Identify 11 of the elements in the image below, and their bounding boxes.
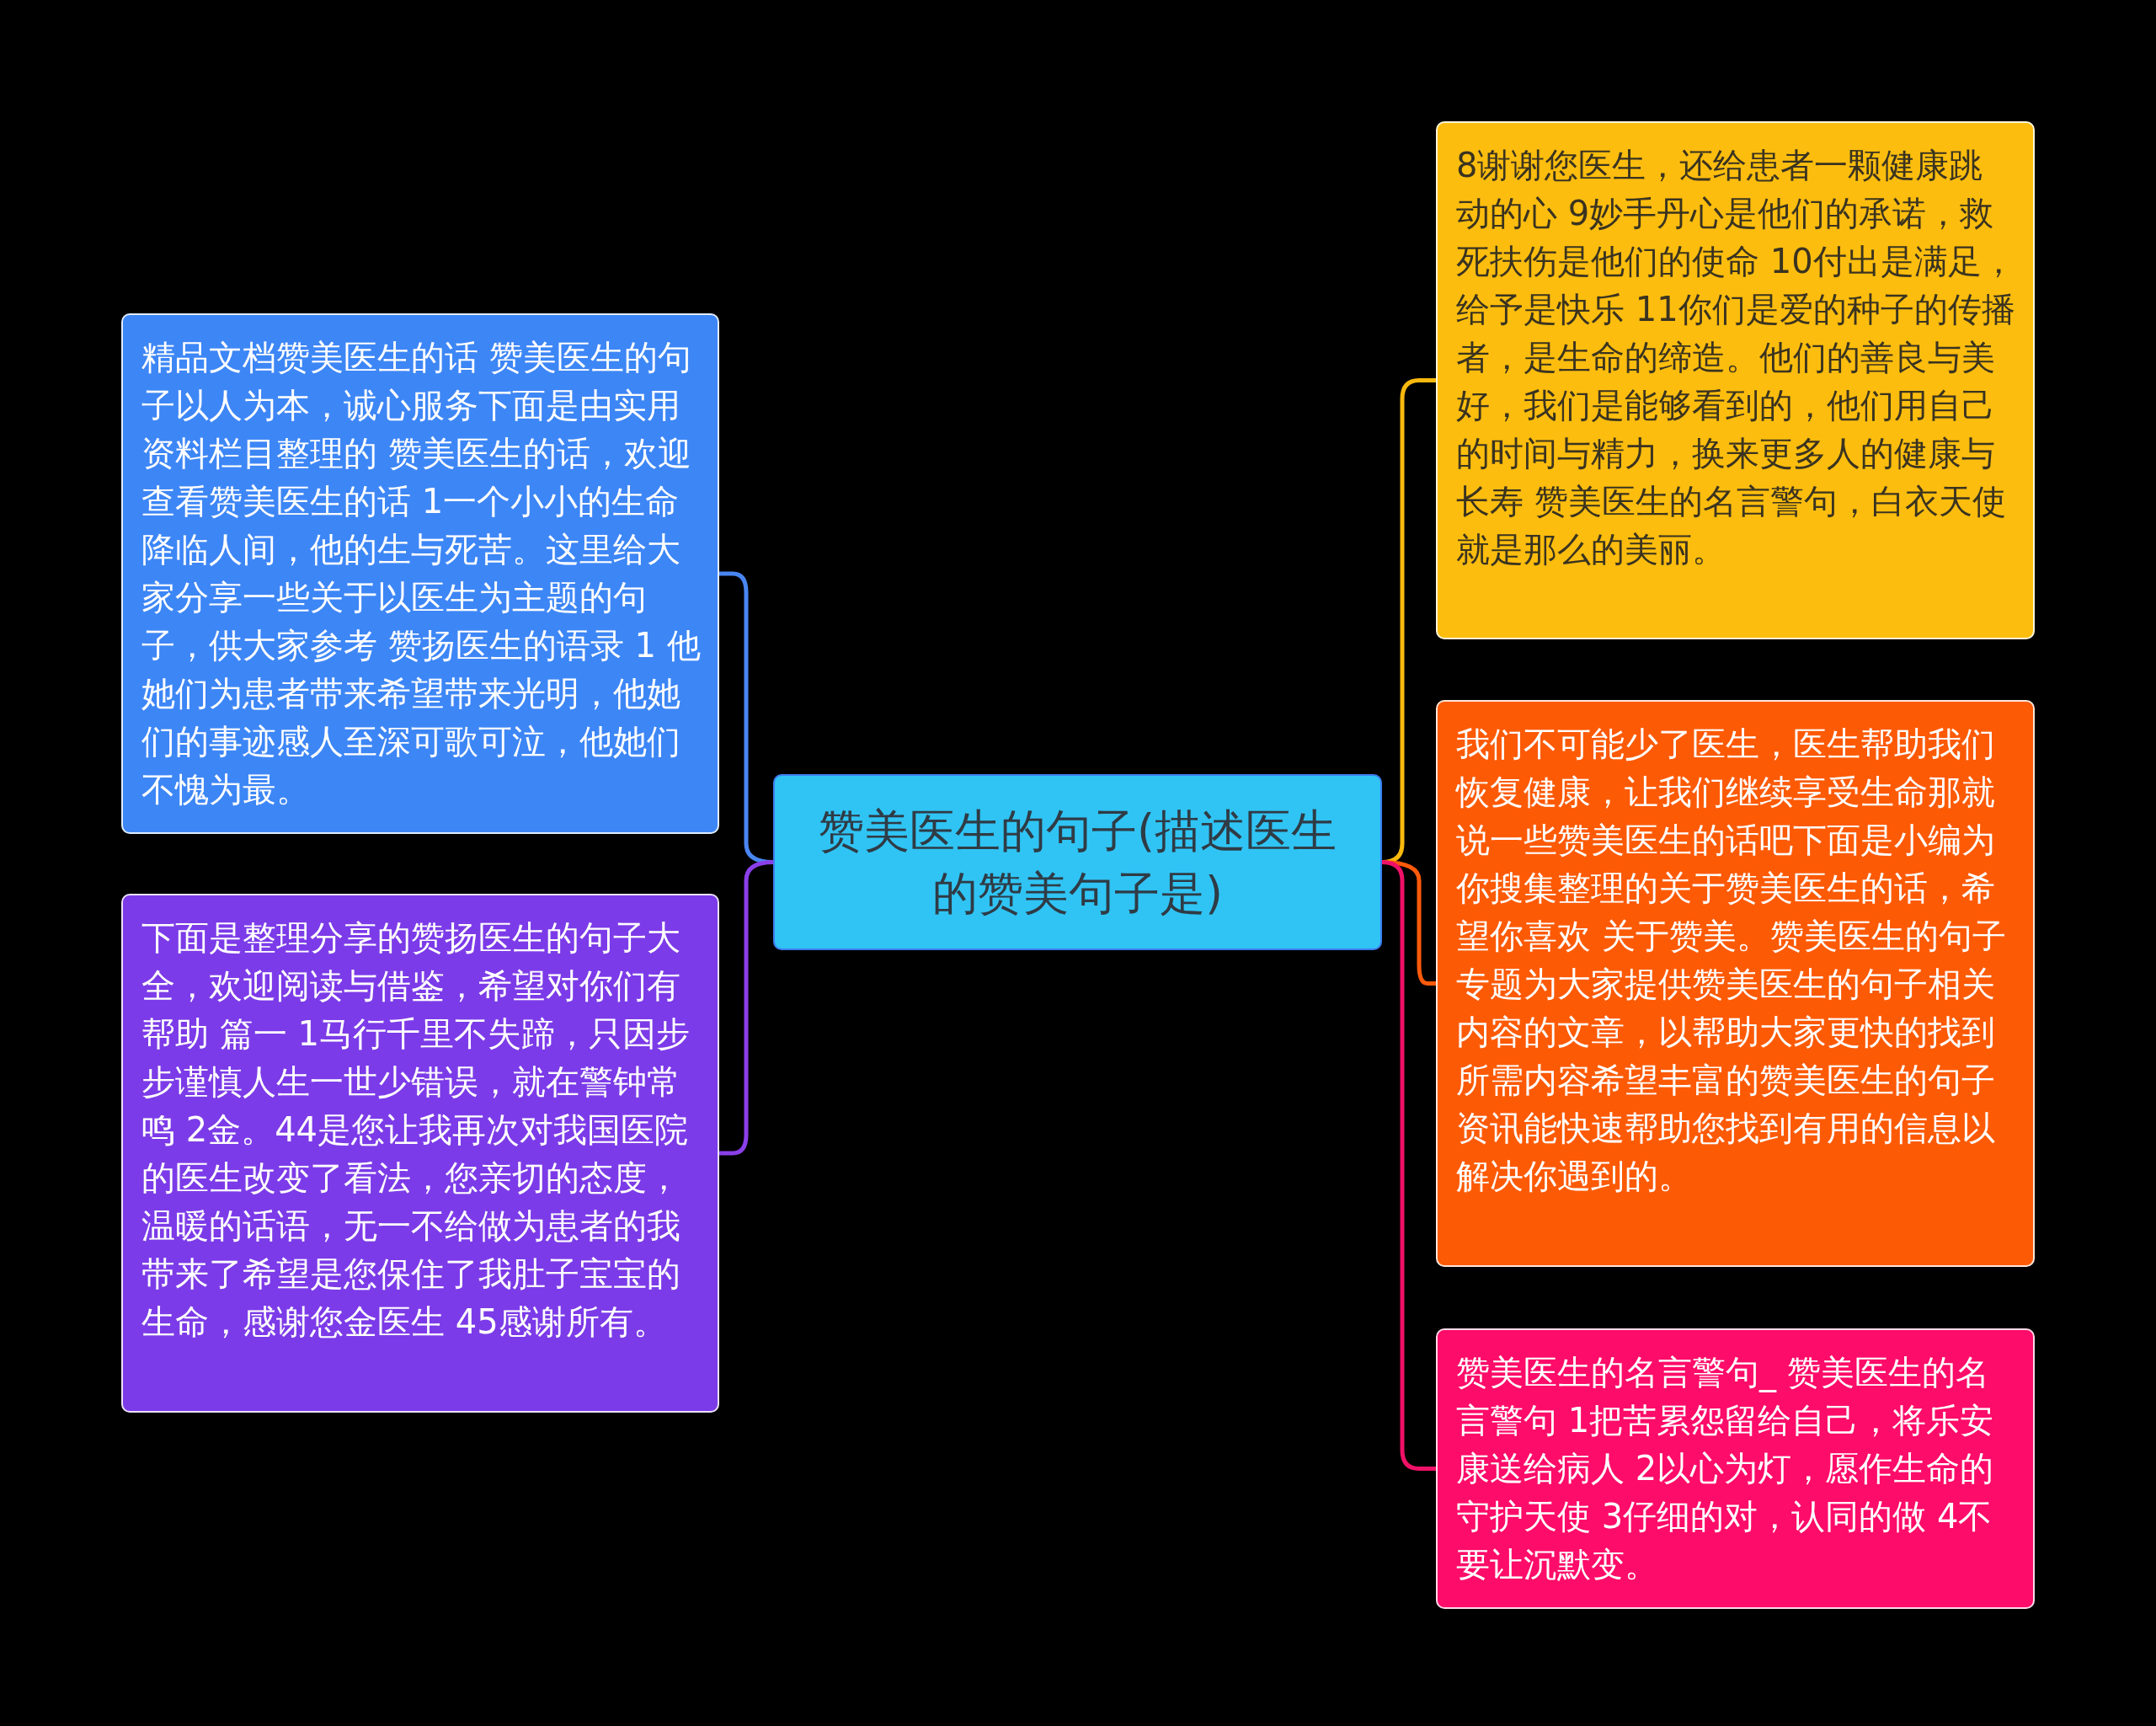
topic-box bbox=[1436, 1328, 2035, 1609]
topic-text: 精品文档赞美医生的话 赞美医生的句子以人为本，诚心服务下面是由实用资料栏目整理的 赞美医生的话，欢迎查看赞美医生的话 1一个小小的生命降临人间，他的生与死苦。这里给大家分享一些关于以医生为主题的句子，供大家参考 赞扬医生的语录 1 他她们为患者带来希望带来光明，他她们的事迹感人至深可歌可泣，他她们不愧为最。 bbox=[141, 337, 701, 810]
topic-box bbox=[1436, 700, 2035, 1267]
topic-title: 赞美医生的句子(描述医生的赞美句子是) bbox=[817, 803, 1338, 922]
topic-text: 赞美医生的名言警句_ 赞美医生的名言警句 1把苦累怨留给自己，将乐安康送给病人 2以心为灯，愿作生命的守护天使 3仔细的对，认同的做 4不要让沉默变。 bbox=[1456, 1352, 1995, 1585]
topic-text: 下面是整理分享的赞扬医生的句子大全，欢迎阅读与借鉴，希望对你们有帮助 篇一 1马行千里不失蹄，只因步步谨慎人生一世少错误，就在警钟常鸣 2金。44是您让我再次对我国医院的医生改变了看法，您亲切的态度，温暖的话语，无一不给做为患者的我带来了希望是您保住了我肚子宝宝的生命，感谢您金医生 45感谢所有。 bbox=[141, 917, 691, 1343]
topic-box bbox=[1436, 121, 2035, 639]
topic-text: 8谢谢您医生，还给患者一颗健康跳动的心 9妙手丹心是他们的承诺，救死扶伤是他们的使命 10付出是满足，给予是快乐 11你们是爱的种子的传播者，是生命的缔造。他们的善良与美好，我们是能够看到的，他们用自己的时间与精力，换来更多人的健康与长寿 赞美医生的名言警句，白衣天使就是那么的美丽。 bbox=[1456, 145, 2016, 570]
topic-text: 我们不可能少了医生，医生帮助我们恢复健康，让我们继续享受生命那就说一些赞美医生的话吧下面是小编为你搜集整理的关于赞美医生的话，希望你喜欢 关于赞美。赞美医生的句子专题为大家提供赞美医生的句子相关内容的文章，以帮助大家更快的找到所需内容希望丰富的赞美医生的句子资讯能快速帮助您找到有用的信息以解决你遇到的。 bbox=[1456, 724, 2007, 1197]
central-topic-box bbox=[773, 774, 1382, 950]
topic-box bbox=[121, 894, 719, 1413]
